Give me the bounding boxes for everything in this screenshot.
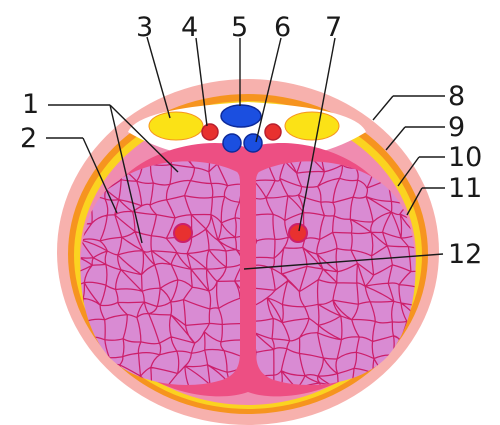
leader-lines: [46, 36, 445, 270]
trabecular-mesh-lines: [80, 161, 240, 385]
central-artery-left: [173, 223, 193, 243]
label-1: 1: [22, 89, 39, 120]
label-4: 4: [181, 12, 198, 43]
leader-4: [195, 37, 208, 127]
leader-10-b: [397, 156, 420, 187]
corpus-cavernosum-right: [256, 161, 416, 385]
label-12: 12: [448, 239, 482, 270]
dorsal-artery-right: [264, 123, 282, 141]
leader-2-b: [82, 137, 118, 214]
leader-11-b: [406, 187, 423, 216]
trabecular-network-left: [80, 161, 240, 385]
corpus-cavernosum-left: [80, 161, 240, 385]
circumflex-vein-left: [222, 133, 242, 153]
central-artery-right: [288, 223, 308, 243]
leader-7: [298, 37, 336, 232]
leader-6: [255, 37, 282, 143]
number-labels: 1 2 3 4 5 6 7 8 9 10 11 12: [20, 12, 482, 270]
label-3: 3: [136, 12, 153, 43]
circumflex-vein-right: [243, 133, 263, 153]
dorsal-nerve-right: [284, 111, 340, 141]
label-5: 5: [231, 12, 248, 43]
label-7: 7: [325, 12, 342, 43]
leader-8-b: [372, 95, 394, 121]
label-8: 8: [448, 81, 465, 112]
label-11: 11: [448, 173, 482, 204]
leader-9-b: [385, 126, 406, 151]
leader-1-c: [109, 104, 143, 244]
dorsal-nerve-left: [148, 111, 204, 141]
label-6: 6: [274, 12, 291, 43]
leader-3: [146, 36, 171, 119]
leader-12: [243, 253, 444, 270]
dorsal-artery-left: [201, 123, 219, 141]
label-2: 2: [20, 123, 37, 154]
label-10: 10: [448, 142, 482, 173]
label-9: 9: [448, 112, 465, 143]
deep-dorsal-vein: [220, 104, 262, 128]
leader-1-b: [109, 104, 179, 173]
